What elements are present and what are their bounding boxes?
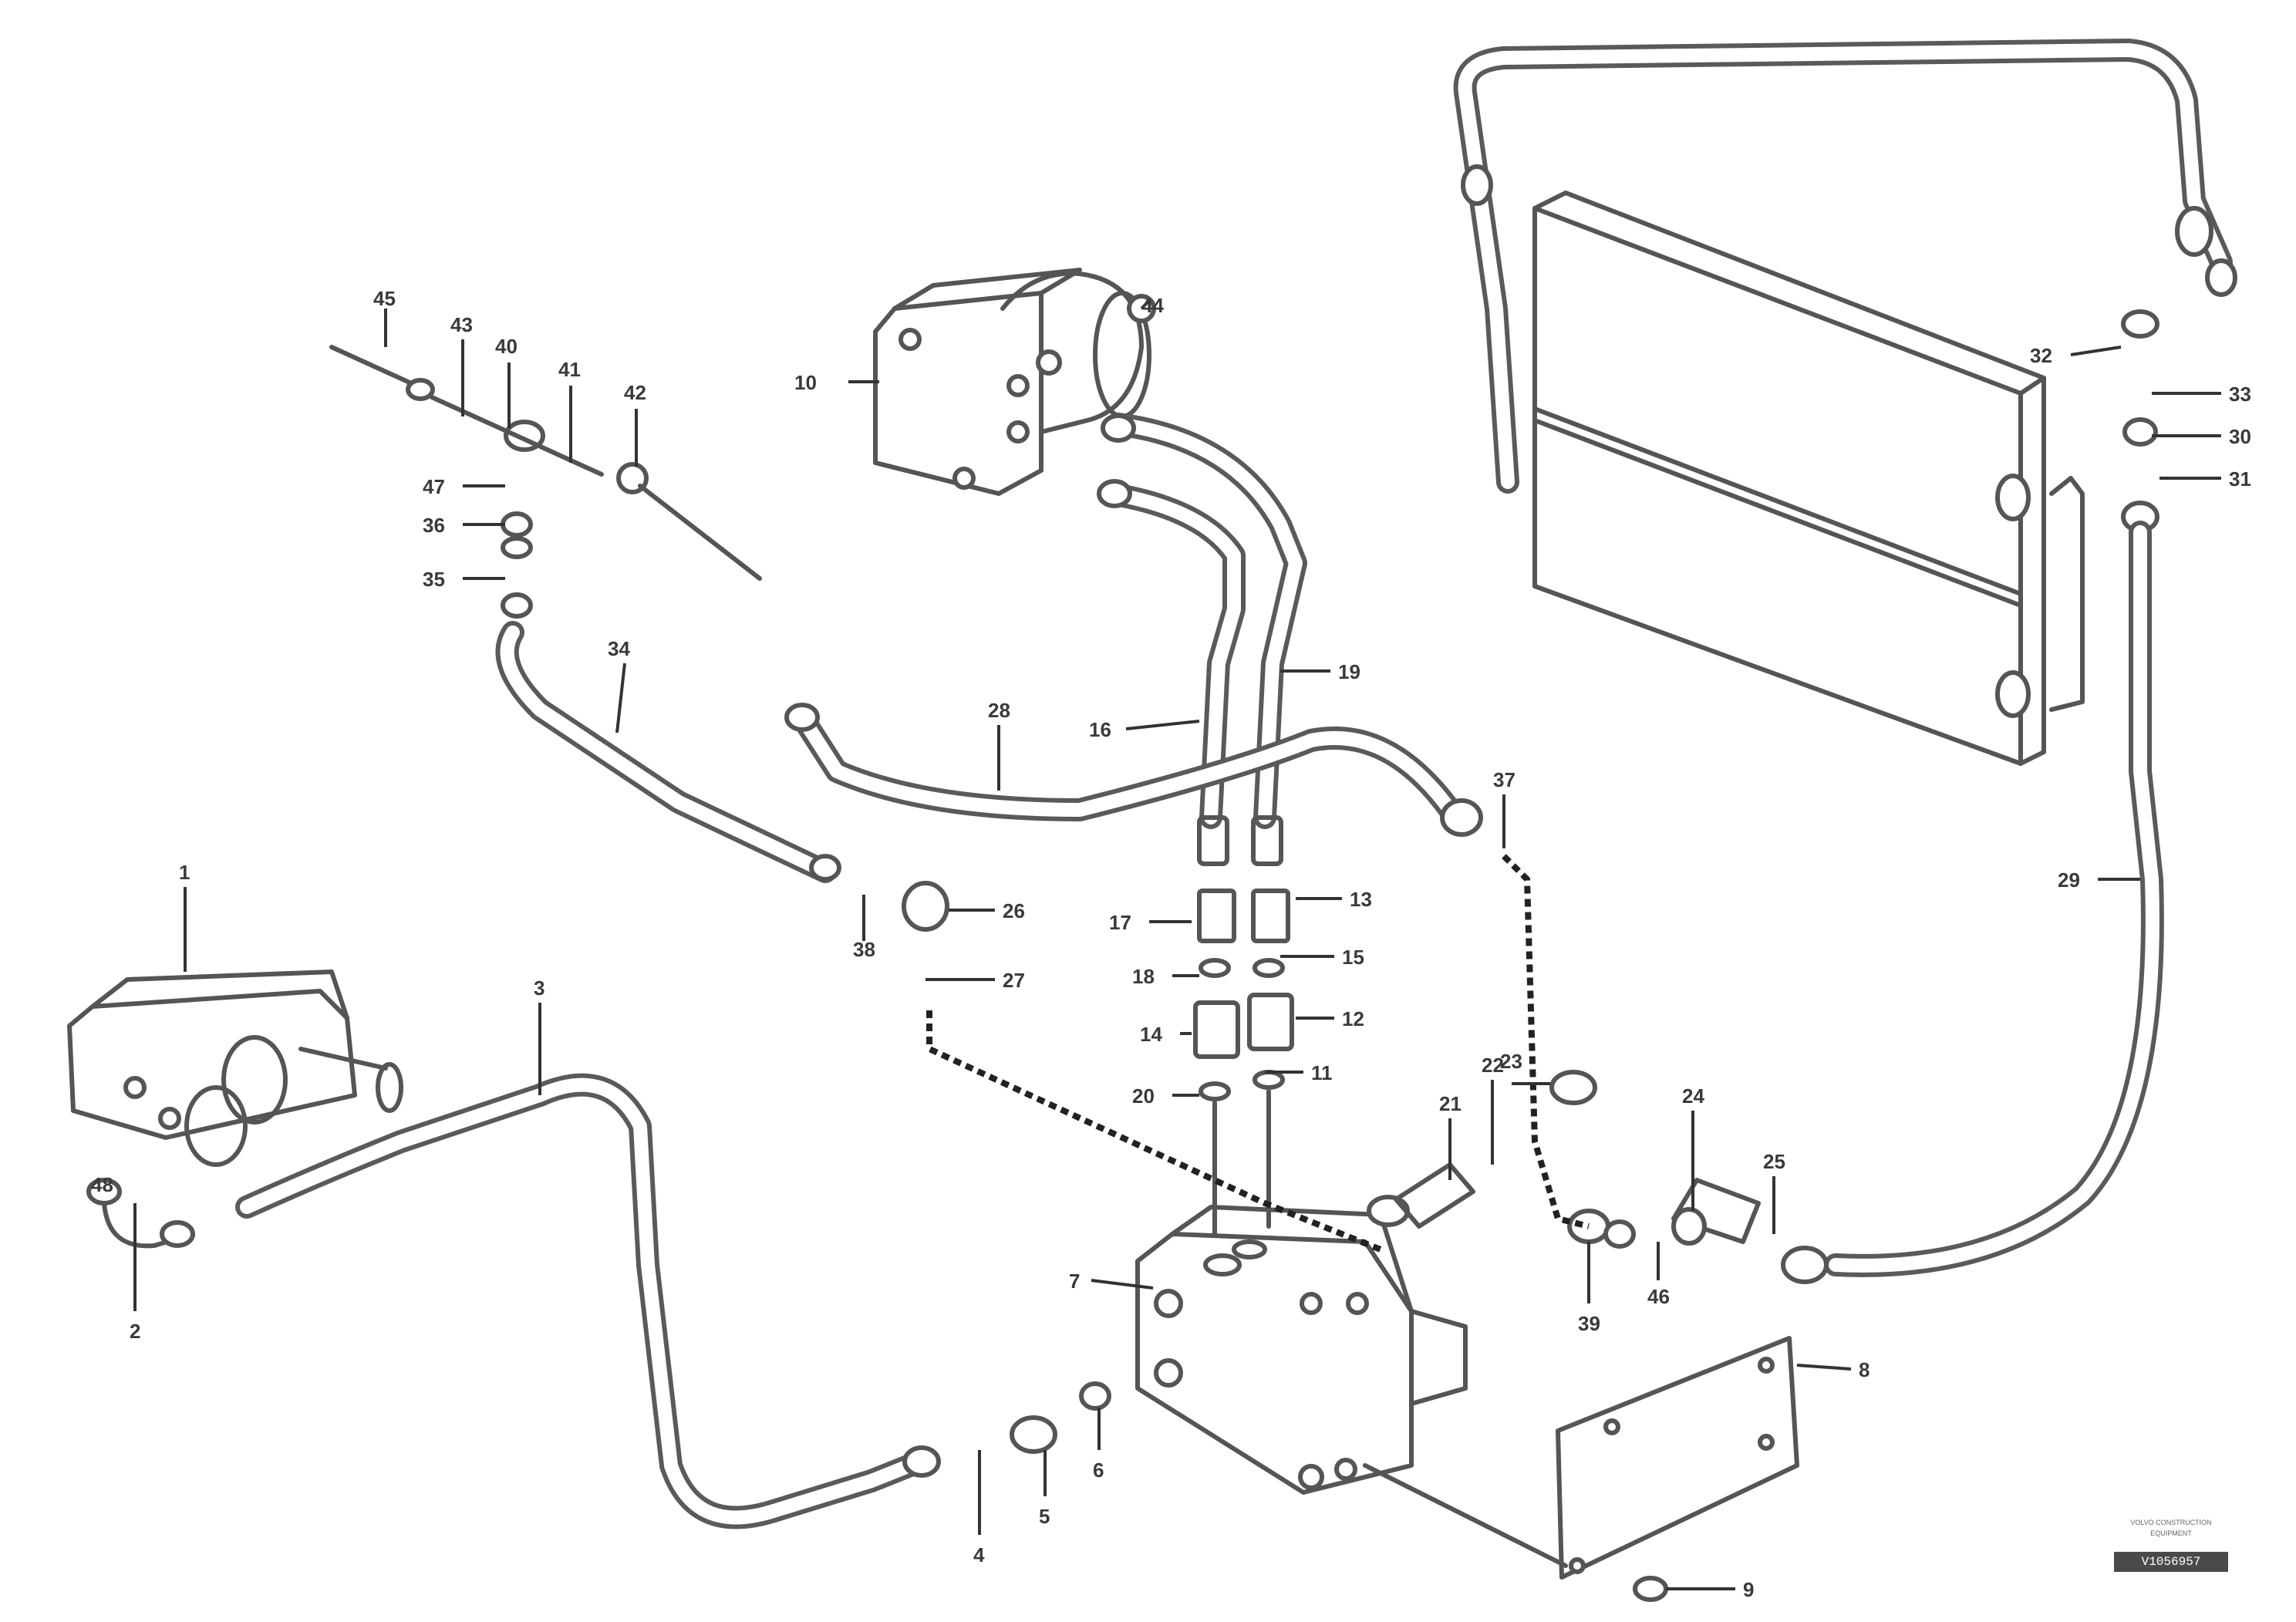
callout-16: 16	[1089, 718, 1111, 741]
callout-29: 29	[2058, 868, 2080, 892]
return-hose	[1781, 309, 2164, 1284]
callout-48: 48	[91, 1173, 113, 1196]
callout-labels: 45 43 40 41 42 47 36 35 34 1 2 3 4 5 6 7…	[91, 287, 2251, 1601]
callout-31: 31	[2229, 467, 2251, 491]
callout-8: 8	[1859, 1358, 1870, 1381]
fitting-group	[1367, 1070, 1761, 1249]
hose-28	[784, 703, 1483, 837]
callout-3: 3	[534, 976, 544, 1000]
callout-25: 25	[1763, 1150, 1785, 1173]
callout-46: 46	[1647, 1285, 1670, 1308]
main-manifold	[1135, 1205, 1468, 1495]
callout-40: 40	[495, 335, 518, 358]
top-valve-unit	[873, 268, 1156, 496]
callout-13: 13	[1350, 888, 1372, 911]
callout-23: 23	[1500, 1050, 1522, 1073]
callout-15: 15	[1342, 946, 1364, 969]
callout-12: 12	[1342, 1007, 1364, 1030]
callout-37: 37	[1493, 768, 1515, 791]
callout-39: 39	[1578, 1312, 1600, 1335]
callout-18: 18	[1132, 965, 1155, 988]
callout-34: 34	[608, 637, 630, 660]
callout-42: 42	[624, 381, 646, 404]
callout-2: 2	[130, 1320, 140, 1343]
pilot-hoses	[1097, 413, 1307, 829]
callout-38: 38	[853, 938, 875, 961]
callout-43: 43	[450, 313, 473, 336]
callout-45: 45	[373, 287, 396, 310]
callout-35: 35	[423, 568, 445, 591]
callout-22: 22	[1482, 1054, 1504, 1077]
callout-9: 9	[1743, 1578, 1754, 1601]
callout-27: 27	[1003, 969, 1025, 992]
callout-36: 36	[423, 514, 445, 537]
callout-47: 47	[423, 475, 445, 498]
check-valve-stack	[1193, 815, 1294, 1236]
upper-left-piping	[329, 345, 949, 932]
callout-11: 11	[1311, 1061, 1333, 1084]
ref-line-2: EQUIPMENT	[2150, 1529, 2192, 1537]
callout-5: 5	[1039, 1505, 1050, 1528]
callout-33: 33	[2229, 383, 2251, 406]
callout-19: 19	[1338, 660, 1360, 683]
control-valve	[67, 969, 403, 1249]
callout-10: 10	[794, 371, 817, 394]
mounting-plate	[1363, 1336, 1799, 1602]
harness-a	[926, 1010, 1382, 1253]
callout-30: 30	[2229, 425, 2251, 448]
callout-17: 17	[1109, 911, 1131, 934]
callout-21: 21	[1439, 1092, 1462, 1115]
callout-20: 20	[1132, 1084, 1155, 1108]
oil-cooler	[1453, 39, 2237, 766]
supply-pipe	[235, 1073, 1111, 1529]
callout-7: 7	[1069, 1270, 1080, 1293]
callout-44: 44	[1141, 294, 1164, 317]
reference-code: V1056957	[2114, 1552, 2228, 1572]
callout-1: 1	[179, 861, 190, 884]
callout-26: 26	[1003, 899, 1025, 922]
harness-b	[1502, 854, 1590, 1229]
callout-24: 24	[1682, 1084, 1704, 1108]
callout-14: 14	[1140, 1023, 1162, 1046]
callout-28: 28	[988, 699, 1010, 722]
callout-4: 4	[973, 1543, 985, 1566]
reference-block: VOLVO CONSTRUCTION EQUIPMENT V1056957	[2086, 1512, 2256, 1586]
callout-41: 41	[558, 358, 581, 381]
ref-line-1: VOLVO CONSTRUCTION	[2130, 1519, 2212, 1526]
callout-32: 32	[2030, 344, 2052, 367]
callout-6: 6	[1093, 1458, 1104, 1482]
